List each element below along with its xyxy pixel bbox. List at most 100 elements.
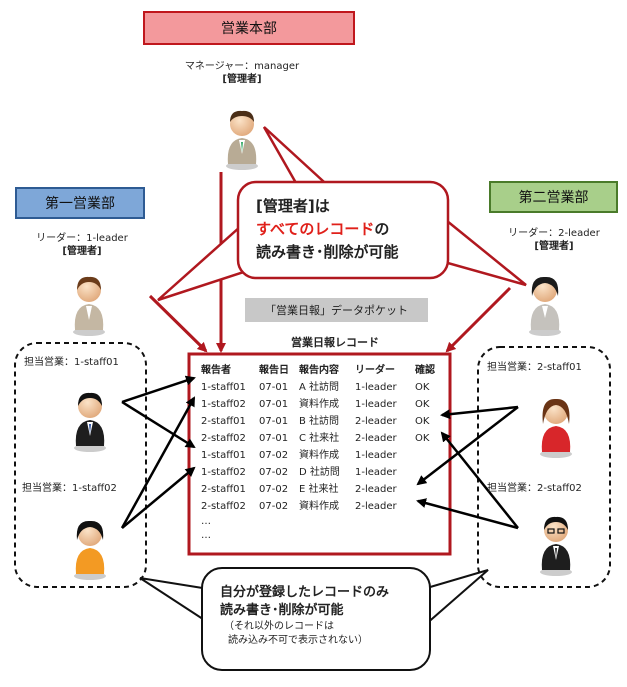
staff2-02-label: 担当営業：2-staff02 [487,483,582,494]
staff1-01-label: 担当営業：1-staff01 [24,357,119,368]
admin-bubble-text: [管理者]は すべてのレコードの 読み書き･削除が可能 [256,195,399,264]
dept2-box: 第二営業部 [489,181,618,213]
staff1-arrows [120,375,196,529]
cell-date: 07-01 [259,382,289,393]
leader2-person-icon [529,276,561,336]
headquarters-box: 営業本部 [143,11,355,45]
cell-date: 07-01 [259,433,289,444]
table-row: 2-staff02 07-02 資料作成 2-leader [201,498,445,515]
cell-date: 07-01 [259,416,289,427]
admin-bubble-line3: 読み書き･削除が可能 [256,243,399,261]
dept1-tag: [管理者] [62,246,102,257]
admin-speech-bubble [157,126,527,302]
cell-date: 07-02 [259,467,289,478]
table-row: 2-staff02 07-01 C 社来社 2-leader OK [201,430,445,447]
records-title: 営業日報レコード [291,336,379,349]
staff2-01-person-icon [540,398,572,458]
staff-bubble-line2: 読み書き･削除が可能 [220,603,344,618]
dept1-leader: リーダー：1-leader [36,233,128,244]
cell-content: 資料作成 [299,399,339,410]
staff-bubble-line1: 自分が登録したレコードのみ [220,585,390,600]
staff-bubble-text: 自分が登録したレコードのみ 読み書き･削除が可能 （それ以外のレコードは 読み込… [220,584,389,648]
records-box [187,352,452,556]
cell-leader: 2-leader [355,484,397,495]
arrow-leader1-to-records [148,294,208,353]
cell-leader: 2-leader [355,416,397,427]
arrow-leader2-to-records [445,286,512,353]
cell-leader: 1-leader [355,450,397,461]
header-reporter: 報告者 [201,365,231,376]
cell-content: 資料作成 [299,501,339,512]
cell-leader: 1-leader [355,382,397,393]
cell-confirm: OK [415,416,430,427]
staff1-02-label: 担当営業：1-staff02 [22,483,117,494]
dept1-label: 第一営業部 [45,196,115,212]
header-content: 報告内容 [299,365,339,376]
cell-content: B 社訪問 [299,416,340,427]
group-dept1-staff [14,342,147,588]
cell-reporter: 1-staff01 [201,450,246,461]
cell-reporter: 1-staff02 [201,467,246,478]
cell-content: A 社訪問 [299,382,340,393]
staff2-arrows [416,405,519,530]
cell-content: D 社訪問 [299,467,340,478]
cell-confirm: OK [415,399,430,410]
headquarters-label: 営業本部 [221,21,277,37]
cell-content: 資料作成 [299,450,339,461]
manager-tag: [管理者] [222,74,262,85]
data-pocket-box: 「営業日報」データポケット [245,298,428,322]
group-dept2-staff [477,346,611,588]
dept2-tag: [管理者] [534,241,574,252]
cell-date: 07-02 [259,501,289,512]
cell-leader: 2-leader [355,501,397,512]
cell-reporter: 1-staff02 [201,399,246,410]
header-leader: リーダー [355,365,395,376]
header-date: 報告日 [259,365,289,376]
admin-bubble-line2: すべてのレコード [256,220,375,238]
staff1-02-person-icon [74,520,106,580]
cell-content: C 社来社 [299,433,340,444]
dept2-label: 第二営業部 [518,190,589,206]
table-row: 2-staff01 07-02 E 社来社 2-leader [201,481,445,498]
table-row: 2-staff01 07-01 B 社訪問 2-leader OK [201,413,445,430]
cell-reporter: 2-staff01 [201,484,246,495]
cell-leader: 2-leader [355,433,397,444]
cell-reporter: 2-staff02 [201,433,246,444]
staff-bubble-line4: 読み込み不可で表示されない） [228,635,368,646]
cell-date: 07-02 [259,450,289,461]
staff-bubble-line3: （それ以外のレコードは [224,621,334,632]
cell-date: 07-02 [259,484,289,495]
cell-leader: 1-leader [355,399,397,410]
manager-role: マネージャー：manager [184,61,300,72]
records-header-row: 報告者 報告日 報告内容 リーダー 確認 [201,362,445,379]
cell-confirm [415,464,445,481]
manager-person-icon [226,110,258,170]
cell-date: 07-01 [259,399,289,410]
dept1-box: 第一営業部 [15,187,145,219]
cell-confirm: OK [415,433,430,444]
staff1-01-person-icon [74,392,106,452]
table-row: 1-staff01 07-02 資料作成 1-leader [201,447,445,464]
table-row: 1-staff02 07-02 D 社訪問 1-leader [201,464,445,481]
cell-reporter: 1-staff01 [201,382,246,393]
records-ellipsis-2: … [201,530,211,541]
cell-content: E 社来社 [299,484,339,495]
dept2-leader-label: リーダー：2-leader [管理者] [484,227,624,253]
dept1-leader-label: リーダー：1-leader [管理者] [12,232,152,258]
leader1-person-icon [73,276,105,336]
dept2-leader: リーダー：2-leader [508,228,600,239]
cell-confirm [415,481,445,498]
admin-bubble-line2-suffix: の [374,220,390,238]
records-table: 報告者 報告日 報告内容 リーダー 確認 1-staff01 07-01 A 社訪問… [201,362,445,543]
admin-bubble-line1: [管理者]は [256,197,330,215]
staff2-02-person-icon [540,516,572,576]
header-confirm: 確認 [415,365,435,376]
cell-leader: 1-leader [355,467,397,478]
cell-confirm [415,447,445,464]
cell-reporter: 2-staff01 [201,416,246,427]
table-row: 1-staff02 07-01 資料作成 1-leader OK [201,396,445,413]
cell-reporter: 2-staff02 [201,501,246,512]
staff-speech-bubble [139,567,489,671]
